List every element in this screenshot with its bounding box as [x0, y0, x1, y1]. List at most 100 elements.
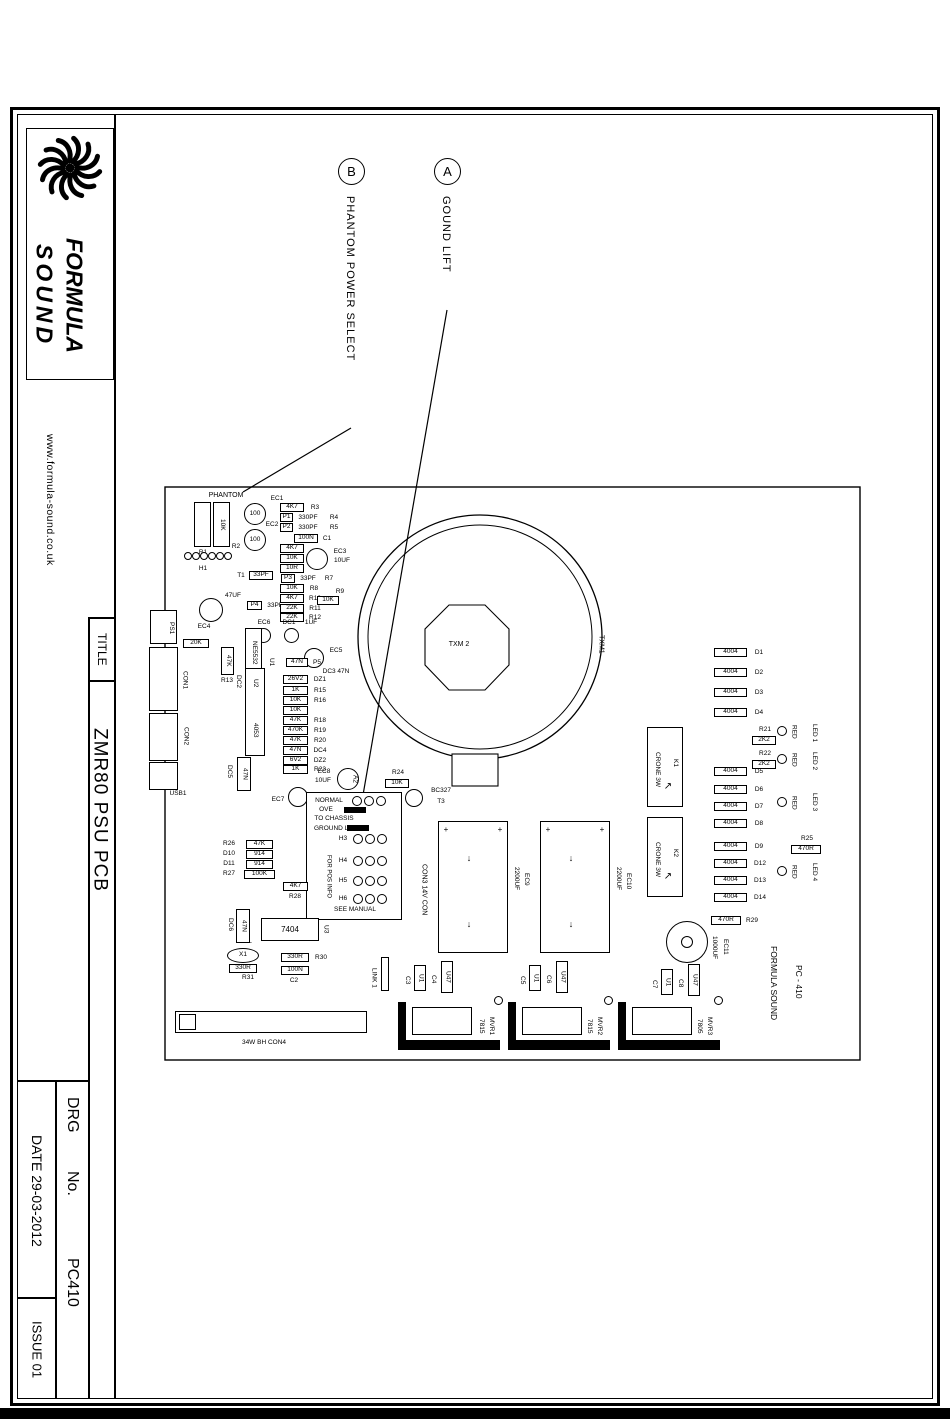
pcb-box	[149, 713, 178, 761]
pcb-label-u1: U1	[267, 657, 275, 667]
pcb-label-33pf: 33PF	[249, 571, 273, 580]
pcb-label-to-chassis: TO CHASSIS	[314, 815, 354, 823]
pcb-label-dc1: DC1	[282, 618, 296, 626]
titleblock-divider	[17, 1297, 56, 1299]
titleblock-divider	[114, 114, 116, 1399]
pcb-label-d3: D3	[754, 688, 764, 696]
sheet-outer-border	[10, 107, 940, 1406]
pcb-label-c7: C7	[650, 979, 658, 989]
pcb-label-crone-3w: CRONE 3W	[653, 752, 661, 788]
pcb-label-for-pos-info: FOR POS INFO	[325, 855, 332, 899]
pcb-label-10r: 10R	[280, 564, 304, 573]
pcb-label-4004: 4004	[714, 708, 747, 717]
pcb-box	[149, 647, 178, 711]
pcb-label-r9: R9	[335, 587, 345, 595]
callout-b-marker: B	[338, 158, 365, 185]
pcb-label-d2: D2	[754, 668, 764, 676]
pcb-label-c5: C5	[518, 975, 526, 985]
pcb-label-crone-3w: CRONE 3W	[653, 842, 661, 878]
pcb-circ	[216, 552, 224, 560]
pcb-circ	[405, 789, 423, 807]
pcb-circ	[777, 797, 787, 807]
pcb-circ	[353, 894, 363, 904]
pcb-circ	[377, 894, 387, 904]
pcb-circ	[353, 856, 363, 866]
pcb-circ	[352, 796, 362, 806]
pcb-label-dc3-47n: DC3 47N	[322, 667, 350, 675]
pcb-label-1uf: 1UF	[304, 618, 318, 626]
transformer-inner-circle	[367, 524, 593, 750]
pcb-label-mvr3: MVR3	[705, 1016, 713, 1036]
pcb-circ	[604, 996, 613, 1005]
pcb-label-ps1: PS1	[167, 621, 175, 635]
callout-a-label: GOUND LIFT	[440, 196, 452, 273]
pcb-fbar	[398, 1040, 500, 1050]
pcb-label-100n: 100N	[281, 966, 309, 975]
brand-formula: FORMULA	[61, 237, 88, 353]
pcb-label-330pf: 330PF	[298, 523, 318, 531]
pcb-label-r3: R3	[310, 503, 320, 511]
pcb-label-dz1: DZ1	[313, 675, 327, 683]
pcb-label-r29: R29	[746, 916, 758, 924]
pcb-label-t1: T1	[237, 571, 245, 579]
pcb-label-c6: C6	[544, 974, 552, 984]
pcb-fbar	[618, 1002, 626, 1050]
pcb-label-u1: U1	[529, 965, 541, 991]
pcb-label-led-3: LED 3	[810, 792, 818, 812]
pcb-label-h3: H3	[338, 835, 348, 843]
pcb-label-h6: H6	[338, 895, 348, 903]
transformer-mount	[451, 753, 499, 787]
pcb-label-u47: U47	[556, 961, 568, 993]
pcb-label--: ↓	[466, 852, 472, 863]
pcb-label-47n: 47N	[237, 757, 251, 791]
pcb-circ	[353, 834, 363, 844]
pcb-label-c1: C1	[322, 534, 332, 542]
pcb-label-47k: 47K	[283, 736, 308, 745]
pcb-label-20k: 20K	[183, 639, 209, 648]
pcb-label-ec2: EC2	[265, 520, 279, 528]
pcb-label-led-2: LED 2	[810, 751, 818, 771]
drg-label: DRG	[64, 1097, 81, 1133]
pcb-label-47n: 47N	[286, 658, 308, 667]
pcb-label-4004: 4004	[714, 893, 747, 902]
title-label: TITLE	[95, 632, 109, 666]
pcb-label-p2: P2	[280, 523, 293, 532]
logo-cell	[26, 128, 114, 380]
pcb-label-100k: 100K	[244, 870, 275, 879]
pcb-label-100: 100	[244, 503, 266, 525]
pcb-label-4k7: 4K7	[283, 882, 308, 891]
pcb-label-ec1: EC1	[270, 494, 284, 502]
pcb-circ	[288, 787, 308, 807]
pcb-label-u3: U3	[322, 924, 330, 934]
pcb-label-k1: K1	[671, 759, 679, 767]
pcb-label-r25: R25	[801, 835, 813, 843]
pcb-label-22k: 22K	[280, 613, 304, 622]
pcb-label-ec7: EC7	[271, 795, 285, 803]
pcb-label-26v2: 26V2	[283, 675, 308, 684]
pcb-label-h1: H1	[198, 564, 208, 572]
callout-leader-line-1	[242, 427, 352, 493]
callout-leader-line-0	[357, 309, 448, 825]
pcb-label-p4: P4	[247, 601, 262, 610]
pcb-label-ec11: EC11	[721, 939, 729, 955]
pcb-label-txm-2: TXM 2	[448, 641, 470, 648]
pcb-label-1000uf: 1000UF	[710, 936, 718, 960]
pcb-label-u1: U1	[414, 965, 426, 991]
pcb-label-2k2: 2K2	[752, 736, 776, 745]
pcb-label-r16: R16	[314, 696, 326, 704]
pcb-label-4k7: 4K7	[280, 544, 304, 553]
pcb-box	[179, 1014, 196, 1030]
callout-a-letter: A	[443, 164, 452, 179]
pcb-label-47n: 47N	[236, 909, 250, 943]
pcb-circ	[377, 834, 387, 844]
pcb-label-u47: U47	[688, 964, 700, 996]
callout-b-label: PHANTOM POWER SELECT	[344, 196, 356, 362]
pcb-label-d1: D1	[754, 648, 764, 656]
pcb-label-2200uf: 2200UF	[512, 867, 520, 891]
titleblock-divider	[88, 680, 115, 682]
pcb-label--: +	[443, 824, 449, 834]
pcb-label-d13: D13	[754, 876, 766, 884]
pcb-label-ec5: EC5	[329, 646, 343, 654]
pcb-label-r21: R21	[759, 726, 771, 734]
